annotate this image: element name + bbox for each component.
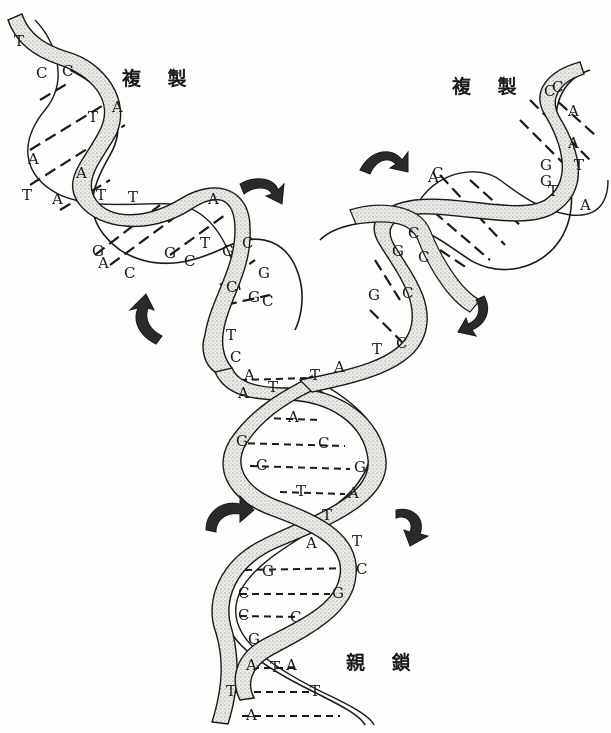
base-letter: A [27, 150, 39, 168]
base-letter: A [333, 358, 345, 376]
base-letter: A [567, 134, 579, 152]
base-letter: G [262, 562, 274, 580]
base-letter: T [268, 378, 278, 396]
base-letter: A [75, 164, 87, 182]
base-letter: A [243, 366, 255, 384]
base-letter: C [356, 560, 367, 578]
base-letter: C [408, 224, 419, 242]
base-letter: A [245, 656, 257, 674]
base-letter: G [248, 288, 260, 306]
base-letter: C [238, 606, 249, 624]
base-letter: G [248, 630, 260, 648]
base-letter: C [318, 434, 329, 452]
base-letter: C [238, 584, 249, 602]
base-letter: T [14, 32, 24, 50]
base-letter: A [285, 656, 297, 674]
base-letter: T [226, 326, 236, 344]
base-letter: A [237, 384, 249, 402]
base-letter: A [51, 190, 63, 208]
rotation-arrow-icon [360, 152, 408, 174]
base-letter: C [230, 348, 241, 366]
base-letter: G [332, 584, 344, 602]
base-letter: T [296, 482, 306, 500]
left-replica-label: 複 製 [122, 64, 197, 91]
base-letter: C [418, 248, 429, 266]
base-letter: C [62, 62, 73, 80]
base-letter: A [287, 408, 299, 426]
base-letter: G [354, 458, 366, 476]
base-letter: G [236, 432, 248, 450]
right-replica-label: 複 製 [452, 72, 527, 99]
base-letter: C [36, 64, 47, 82]
base-letter: T [574, 156, 584, 174]
base-letter: A [305, 534, 317, 552]
base-letter: T [128, 188, 138, 206]
base-letter: T [96, 186, 106, 204]
base-letter: T [270, 658, 280, 676]
base-letter: G [258, 264, 270, 282]
base-letter: C [402, 284, 413, 302]
base-letter: G [222, 242, 234, 260]
rotation-arrow-icon [130, 294, 162, 344]
base-letter: A [567, 102, 579, 120]
base-letter: C [226, 278, 237, 296]
base-letter: A [97, 254, 109, 272]
base-letter: G [392, 242, 404, 260]
base-letter: C [544, 82, 555, 100]
base-letter: T [200, 234, 210, 252]
base-letter: C [262, 292, 273, 310]
base-letter: A [347, 484, 359, 502]
base-letter: T [226, 682, 236, 700]
base-letter: C [184, 252, 195, 270]
base-letter: C [432, 164, 443, 182]
base-letter: G [540, 172, 552, 190]
base-letter: T [322, 506, 332, 524]
rotation-arrow-icon [396, 509, 428, 546]
base-letter: A [579, 196, 591, 214]
base-letter: G [368, 286, 380, 304]
base-letter: T [88, 108, 98, 126]
base-letter: T [310, 682, 320, 700]
base-letter: C [396, 334, 407, 352]
rotation-arrow-icon [240, 179, 284, 204]
right-daughter-helix [300, 62, 608, 392]
base-letter: G [164, 244, 176, 262]
base-letter: A [245, 706, 257, 724]
base-letter: T [310, 366, 320, 384]
base-letter: C [256, 456, 267, 474]
base-letter: A [207, 190, 219, 208]
base-letter: T [372, 340, 382, 358]
base-letter: C [290, 608, 301, 626]
base-letter: T [352, 532, 362, 550]
base-letter: A [111, 98, 123, 116]
base-letter: T [22, 186, 32, 204]
parent-strand-label: 親 鎖 [346, 648, 421, 675]
base-letter: C [242, 234, 253, 252]
base-letter: C [124, 264, 135, 282]
